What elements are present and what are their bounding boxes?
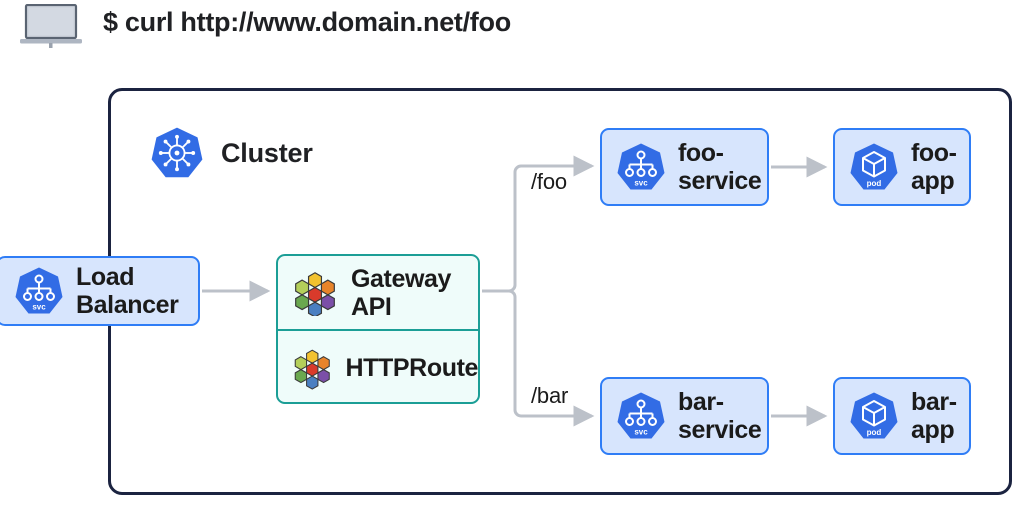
path-label-foo: /foo [531, 169, 567, 194]
node-bar-app-label: bar- app [911, 388, 957, 444]
node-load-balancer-label: Load Balancer [76, 263, 179, 319]
laptop-icon [20, 4, 82, 48]
node-foo-service[interactable]: svc foo- service [600, 128, 769, 206]
kubernetes-service-icon: svc [617, 392, 665, 439]
kubernetes-pod-icon: pod [850, 392, 898, 439]
curl-command-text: $ curl http://www.domain.net/foo [103, 7, 511, 37]
kubernetes-logo-icon [151, 127, 203, 178]
terminal-header: $ curl http://www.domain.net/foo [0, 0, 1024, 52]
node-load-balancer[interactable]: svc Load Balancer [0, 256, 200, 326]
node-foo-app-label: foo- app [911, 139, 957, 195]
node-bar-service-label: bar- service [678, 388, 762, 444]
gateway-api-hexagons-icon [294, 349, 330, 390]
pod-icon-caption: pod [867, 179, 882, 188]
gateway-api-group: Gateway API HTTPRoute [276, 254, 480, 404]
node-httproute-label: HTTPRoute [345, 353, 479, 382]
kubernetes-service-icon: svc [617, 143, 665, 190]
node-foo-app[interactable]: pod foo- app [833, 128, 971, 206]
node-gateway-api[interactable]: Gateway API [278, 256, 478, 329]
service-icon-caption: svc [634, 428, 648, 437]
service-icon-caption: svc [634, 179, 648, 188]
node-bar-service[interactable]: svc bar- service [600, 377, 769, 455]
kubernetes-service-icon: svc [15, 267, 63, 314]
pod-icon-caption: pod [867, 428, 882, 437]
service-icon-caption: svc [32, 303, 46, 312]
node-bar-app[interactable]: pod bar- app [833, 377, 971, 455]
node-gateway-api-label: Gateway API [351, 264, 452, 321]
gateway-api-hexagons-icon [295, 271, 335, 316]
kubernetes-pod-icon: pod [850, 143, 898, 190]
cluster-title: Cluster [221, 137, 313, 168]
cluster-header: Cluster [150, 126, 313, 180]
node-foo-service-label: foo- service [678, 139, 762, 195]
path-label-bar: /bar [531, 383, 569, 408]
node-httproute[interactable]: HTTPRoute [278, 329, 479, 402]
